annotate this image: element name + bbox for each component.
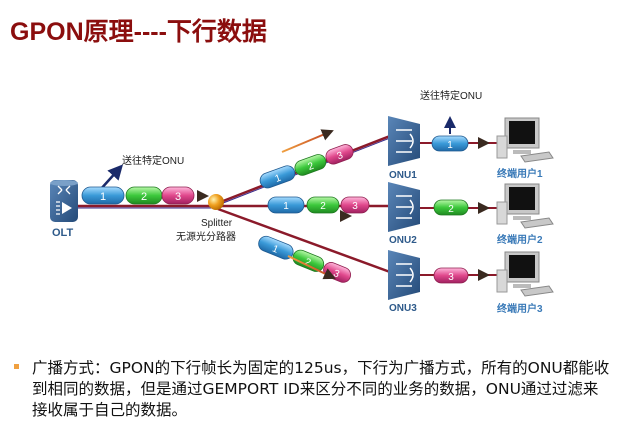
bullet-text: 广播方式：GPON的下行帧长为固定的125us，下行为广播方式，所有的ONU都能… <box>32 359 610 419</box>
olt-icon <box>50 180 78 222</box>
send-to-onu-label-left: 送往特定ONU <box>122 154 184 167</box>
olt-device <box>50 180 78 222</box>
user-1-label: 终端用户1 <box>497 167 543 180</box>
svg-text:3: 3 <box>352 201 358 212</box>
branch-1-packets: 1 2 3 <box>259 144 354 189</box>
gpon-downstream-diagram: OLT 送往特定ONU 1 2 3 Splitter 无源光分路器 1 2 3 … <box>50 89 554 315</box>
computer-icon-1 <box>496 117 554 163</box>
onu-1-label: ONU1 <box>389 170 417 181</box>
user-1-packet: 1 <box>431 116 490 152</box>
trunk-packets: 1 2 3 <box>81 186 209 205</box>
fiber-branch-3 <box>217 207 391 274</box>
onu-3 <box>388 250 420 300</box>
olt-label: OLT <box>52 227 73 239</box>
svg-text:1: 1 <box>274 173 283 185</box>
branch-3-direction-arrow <box>287 255 336 280</box>
splitter-sublabel: 无源光分路器 <box>176 230 236 243</box>
user-3-label: 终端用户3 <box>497 302 543 315</box>
svg-text:3: 3 <box>175 191 181 203</box>
onu-1 <box>388 116 420 166</box>
onu-2-label: ONU2 <box>389 235 417 246</box>
svg-text:3: 3 <box>448 272 454 283</box>
bullet-marker <box>14 364 19 369</box>
user-2-packet: 2 <box>433 199 490 216</box>
splitter-icon <box>208 194 224 210</box>
computer-icon-3 <box>496 251 554 297</box>
packet-2: 2 <box>125 186 163 205</box>
send-to-onu-label-right: 送往特定ONU <box>420 89 482 102</box>
svg-text:2: 2 <box>141 191 147 203</box>
user-2-label: 终端用户2 <box>497 233 543 246</box>
svg-text:1: 1 <box>270 243 280 255</box>
svg-text:1: 1 <box>283 201 289 212</box>
onu-3-label: ONU3 <box>389 303 417 314</box>
svg-text:2: 2 <box>307 161 316 173</box>
svg-text:2: 2 <box>303 257 313 269</box>
svg-text:1: 1 <box>447 140 453 151</box>
packet-3: 3 <box>161 186 195 205</box>
svg-text:1: 1 <box>100 191 106 203</box>
svg-text:2: 2 <box>320 201 326 212</box>
packet-1: 1 <box>81 186 125 205</box>
user-3-packet: 3 <box>433 267 490 284</box>
page-title: GPON原理----下行数据 <box>10 18 267 46</box>
svg-text:3: 3 <box>332 268 342 280</box>
onu-2 <box>388 182 420 232</box>
computer-icon-2 <box>496 183 554 229</box>
branch-2-packets: 1 2 3 <box>267 196 370 214</box>
svg-text:3: 3 <box>336 150 345 162</box>
branch-1-direction-arrow <box>281 129 334 153</box>
splitter-label: Splitter <box>201 218 233 229</box>
svg-text:2: 2 <box>448 204 454 215</box>
